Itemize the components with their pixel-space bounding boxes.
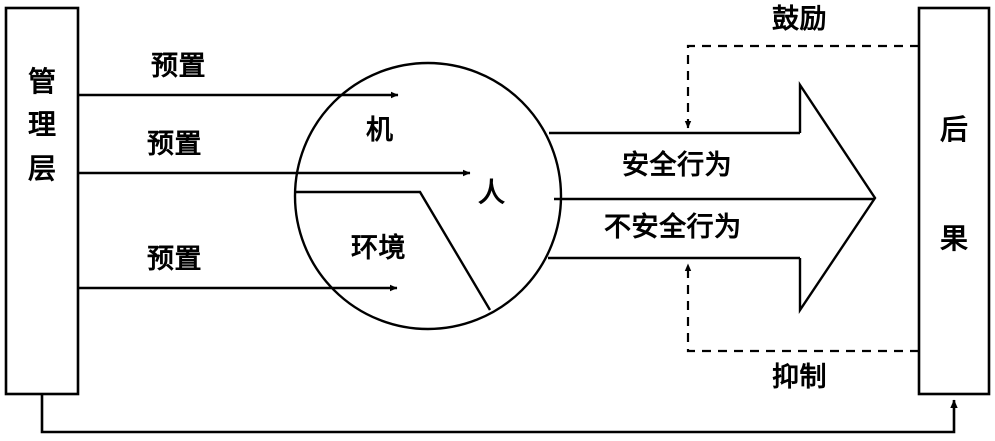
preset-label-1: 预置 xyxy=(151,51,207,82)
sector-divider-environment xyxy=(296,190,492,311)
behavior-label-unsafe: 不安全行为 xyxy=(604,212,742,243)
consequence-box xyxy=(917,6,991,396)
big-outcome-arrow xyxy=(798,81,877,314)
management-layer-label: 管 理 层 xyxy=(27,65,56,185)
preset-label-3: 预置 xyxy=(147,244,203,275)
man-machine-environment-circle xyxy=(293,61,563,331)
behavior-label-safe: 安全行为 xyxy=(622,150,733,181)
feedback-suppress-line xyxy=(684,263,919,353)
sector-label-person: 人 xyxy=(478,178,506,209)
bottom-feedback-line xyxy=(40,394,958,434)
consequence-label: 后 果 xyxy=(939,113,968,256)
feedback-encourage-line xyxy=(684,44,919,129)
sector-label-environment: 环境 xyxy=(351,233,407,264)
feedback-label-suppress: 抑制 xyxy=(772,362,828,393)
sector-label-machine: 机 xyxy=(366,115,394,146)
feedback-label-encourage: 鼓励 xyxy=(772,4,828,35)
preset-label-2: 预置 xyxy=(147,129,203,160)
